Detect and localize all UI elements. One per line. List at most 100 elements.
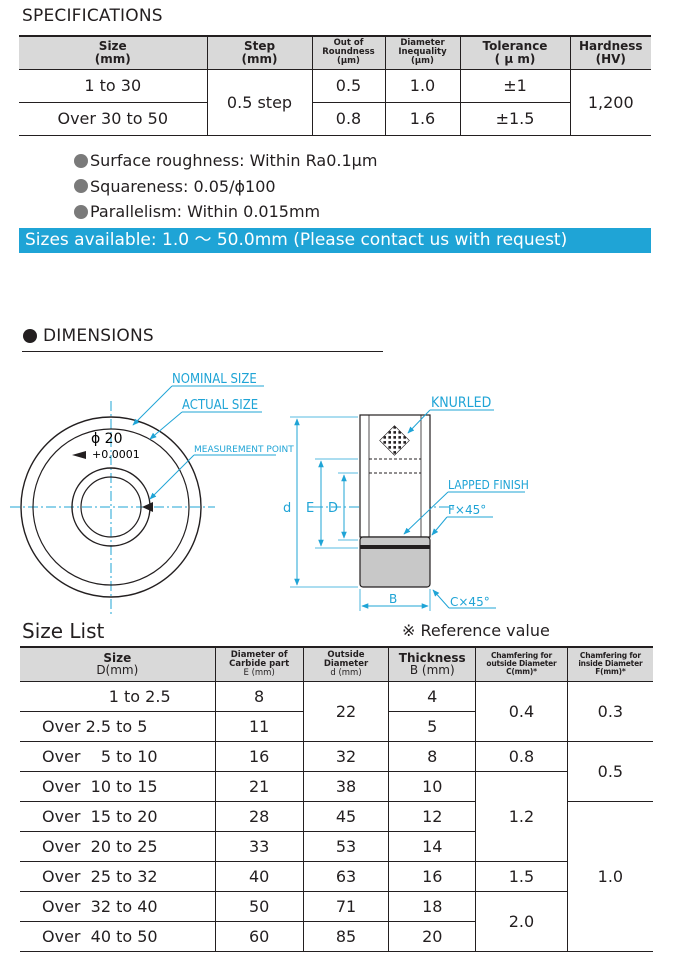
table-row: Over 40 to 50 60 85 20 [20, 920, 653, 952]
table-row: Over 25 to 32 40 63 16 1.5 [20, 860, 653, 892]
table-row: 1 to 2.5 8 22 4 0.4 0.3 [20, 680, 653, 742]
dimension-lines: d E D B [283, 416, 431, 611]
cell-c: 1.5 [475, 860, 568, 892]
lapped-finish-label: LAPPED FINISH [448, 478, 529, 492]
section-bullet-icon [23, 329, 37, 343]
header-step: Step(mm) [206, 35, 313, 70]
bullet-icon [74, 179, 88, 194]
list-item: Parallelism: Within 0.015mm [74, 199, 377, 225]
cell-b: 8 [388, 740, 477, 772]
cell-roundness: 0.5 [311, 68, 386, 103]
cell-hardness: 1,200 [569, 68, 651, 136]
cell-d: 22 [302, 680, 390, 742]
cell-f: 0.5 [566, 740, 653, 802]
cell-range: Over 15 to 20 [20, 800, 216, 832]
availability-banner: Sizes available: 1.0 ～ 50.0mm (Please co… [19, 228, 651, 253]
dim-b-label: B [389, 592, 397, 606]
cell-b: 12 [388, 800, 477, 832]
measurement-arrow-icon [142, 502, 153, 512]
dim-e-label: E [306, 501, 314, 516]
cell-e: 40 [214, 860, 304, 892]
f-chamfer-label: F×45° [448, 503, 486, 517]
cell-range: Over 2.5 to 5 [20, 710, 216, 742]
cell-c: 0.8 [475, 740, 568, 772]
cell-c: 1.2 [475, 770, 568, 862]
header-size: Size(mm) [19, 35, 208, 70]
cell-e: 11 [214, 710, 304, 742]
cell-tolerance: ±1.5 [459, 101, 571, 136]
actual-size-label: ACTUAL SIZE [182, 398, 258, 413]
dim-d-label: d [283, 501, 291, 516]
cell-d: 85 [302, 920, 390, 952]
nominal-size-label: NOMINAL SIZE [172, 372, 257, 387]
size-list-title: Size List [22, 619, 105, 643]
cell-inequality: 1.0 [384, 68, 461, 103]
cell-b: 18 [388, 890, 477, 922]
cell-b: 20 [388, 920, 477, 952]
cell-d: 32 [302, 740, 390, 772]
marking-arrow-icon [72, 451, 86, 459]
cell-range: Over 32 to 40 [20, 890, 216, 922]
cell-range: Over 5 to 10 [20, 740, 216, 772]
cell-inequality: 1.6 [384, 101, 461, 136]
cell-b: 16 [388, 860, 477, 892]
cell-roundness: 0.8 [311, 101, 386, 136]
side-view-callouts: KNURLED LAPPED FINISH F×45° C×45° [403, 395, 529, 609]
carbide-part [359, 536, 431, 588]
side-view [313, 414, 458, 588]
marking-phi: ϕ 20 [91, 431, 123, 447]
cell-d: 71 [302, 890, 390, 922]
bullet-icon [74, 204, 88, 219]
knurl-pattern [379, 425, 410, 456]
table-row: Over 10 to 15 21 38 10 1.2 [20, 770, 653, 862]
dimension-drawing: ϕ 20 +0.0001 NOMINAL SIZE ACTUAL SIZE ME… [10, 372, 529, 617]
cell-tolerance: ±1 [459, 68, 571, 103]
cell-e: 16 [214, 740, 304, 772]
cell-e: 33 [214, 830, 304, 862]
table-row: Over 32 to 40 50 71 18 2.0 [20, 890, 653, 952]
cell-b: 4 [388, 680, 477, 712]
spec-notes: Surface roughness: Within Ra0.1μm Square… [74, 148, 377, 225]
cell-range: Over 10 to 15 [20, 770, 216, 802]
table-row: Over 30 to 50 0.8 1.6 ±1.5 [19, 101, 651, 136]
cell-range: Over 25 to 32 [20, 860, 216, 892]
cell-size: 1 to 30 [19, 68, 208, 103]
cell-c: 2.0 [475, 890, 568, 952]
front-view: ϕ 20 +0.0001 [10, 401, 215, 617]
c-chamfer-label: C×45° [450, 595, 490, 609]
cell-b: 10 [388, 770, 477, 802]
cell-size: Over 30 to 50 [19, 101, 208, 136]
cell-c: 0.4 [475, 680, 568, 742]
cell-d: 53 [302, 830, 390, 862]
specifications-title: SPECIFICATIONS [22, 6, 163, 26]
list-item: Squareness: 0.05/ϕ100 [74, 174, 377, 200]
dimensions-title: DIMENSIONS [43, 326, 154, 346]
cell-d: 63 [302, 860, 390, 892]
cell-e: 60 [214, 920, 304, 952]
marking-tolerance: +0.0001 [92, 448, 140, 461]
cell-e: 50 [214, 890, 304, 922]
list-item: Surface roughness: Within Ra0.1μm [74, 148, 377, 174]
table-row: 1 to 30 0.5 step 0.5 1.0 ±1 1,200 [19, 68, 651, 136]
cell-range: Over 20 to 25 [20, 830, 216, 862]
header-tolerance: Tolerance( μ m) [459, 35, 571, 70]
cell-b: 14 [388, 830, 477, 862]
bullet-icon [74, 153, 88, 168]
dim-dd-label: D [328, 501, 338, 516]
knurled-label: KNURLED [431, 395, 491, 411]
cell-b: 5 [388, 710, 477, 742]
table-row: Over 2.5 to 5 11 5 [20, 710, 653, 742]
table-row: Over 5 to 10 16 32 8 0.8 0.5 [20, 740, 653, 802]
reference-note: ※ Reference value [402, 621, 550, 640]
section-divider [22, 351, 383, 352]
cell-step: 0.5 step [206, 68, 313, 136]
